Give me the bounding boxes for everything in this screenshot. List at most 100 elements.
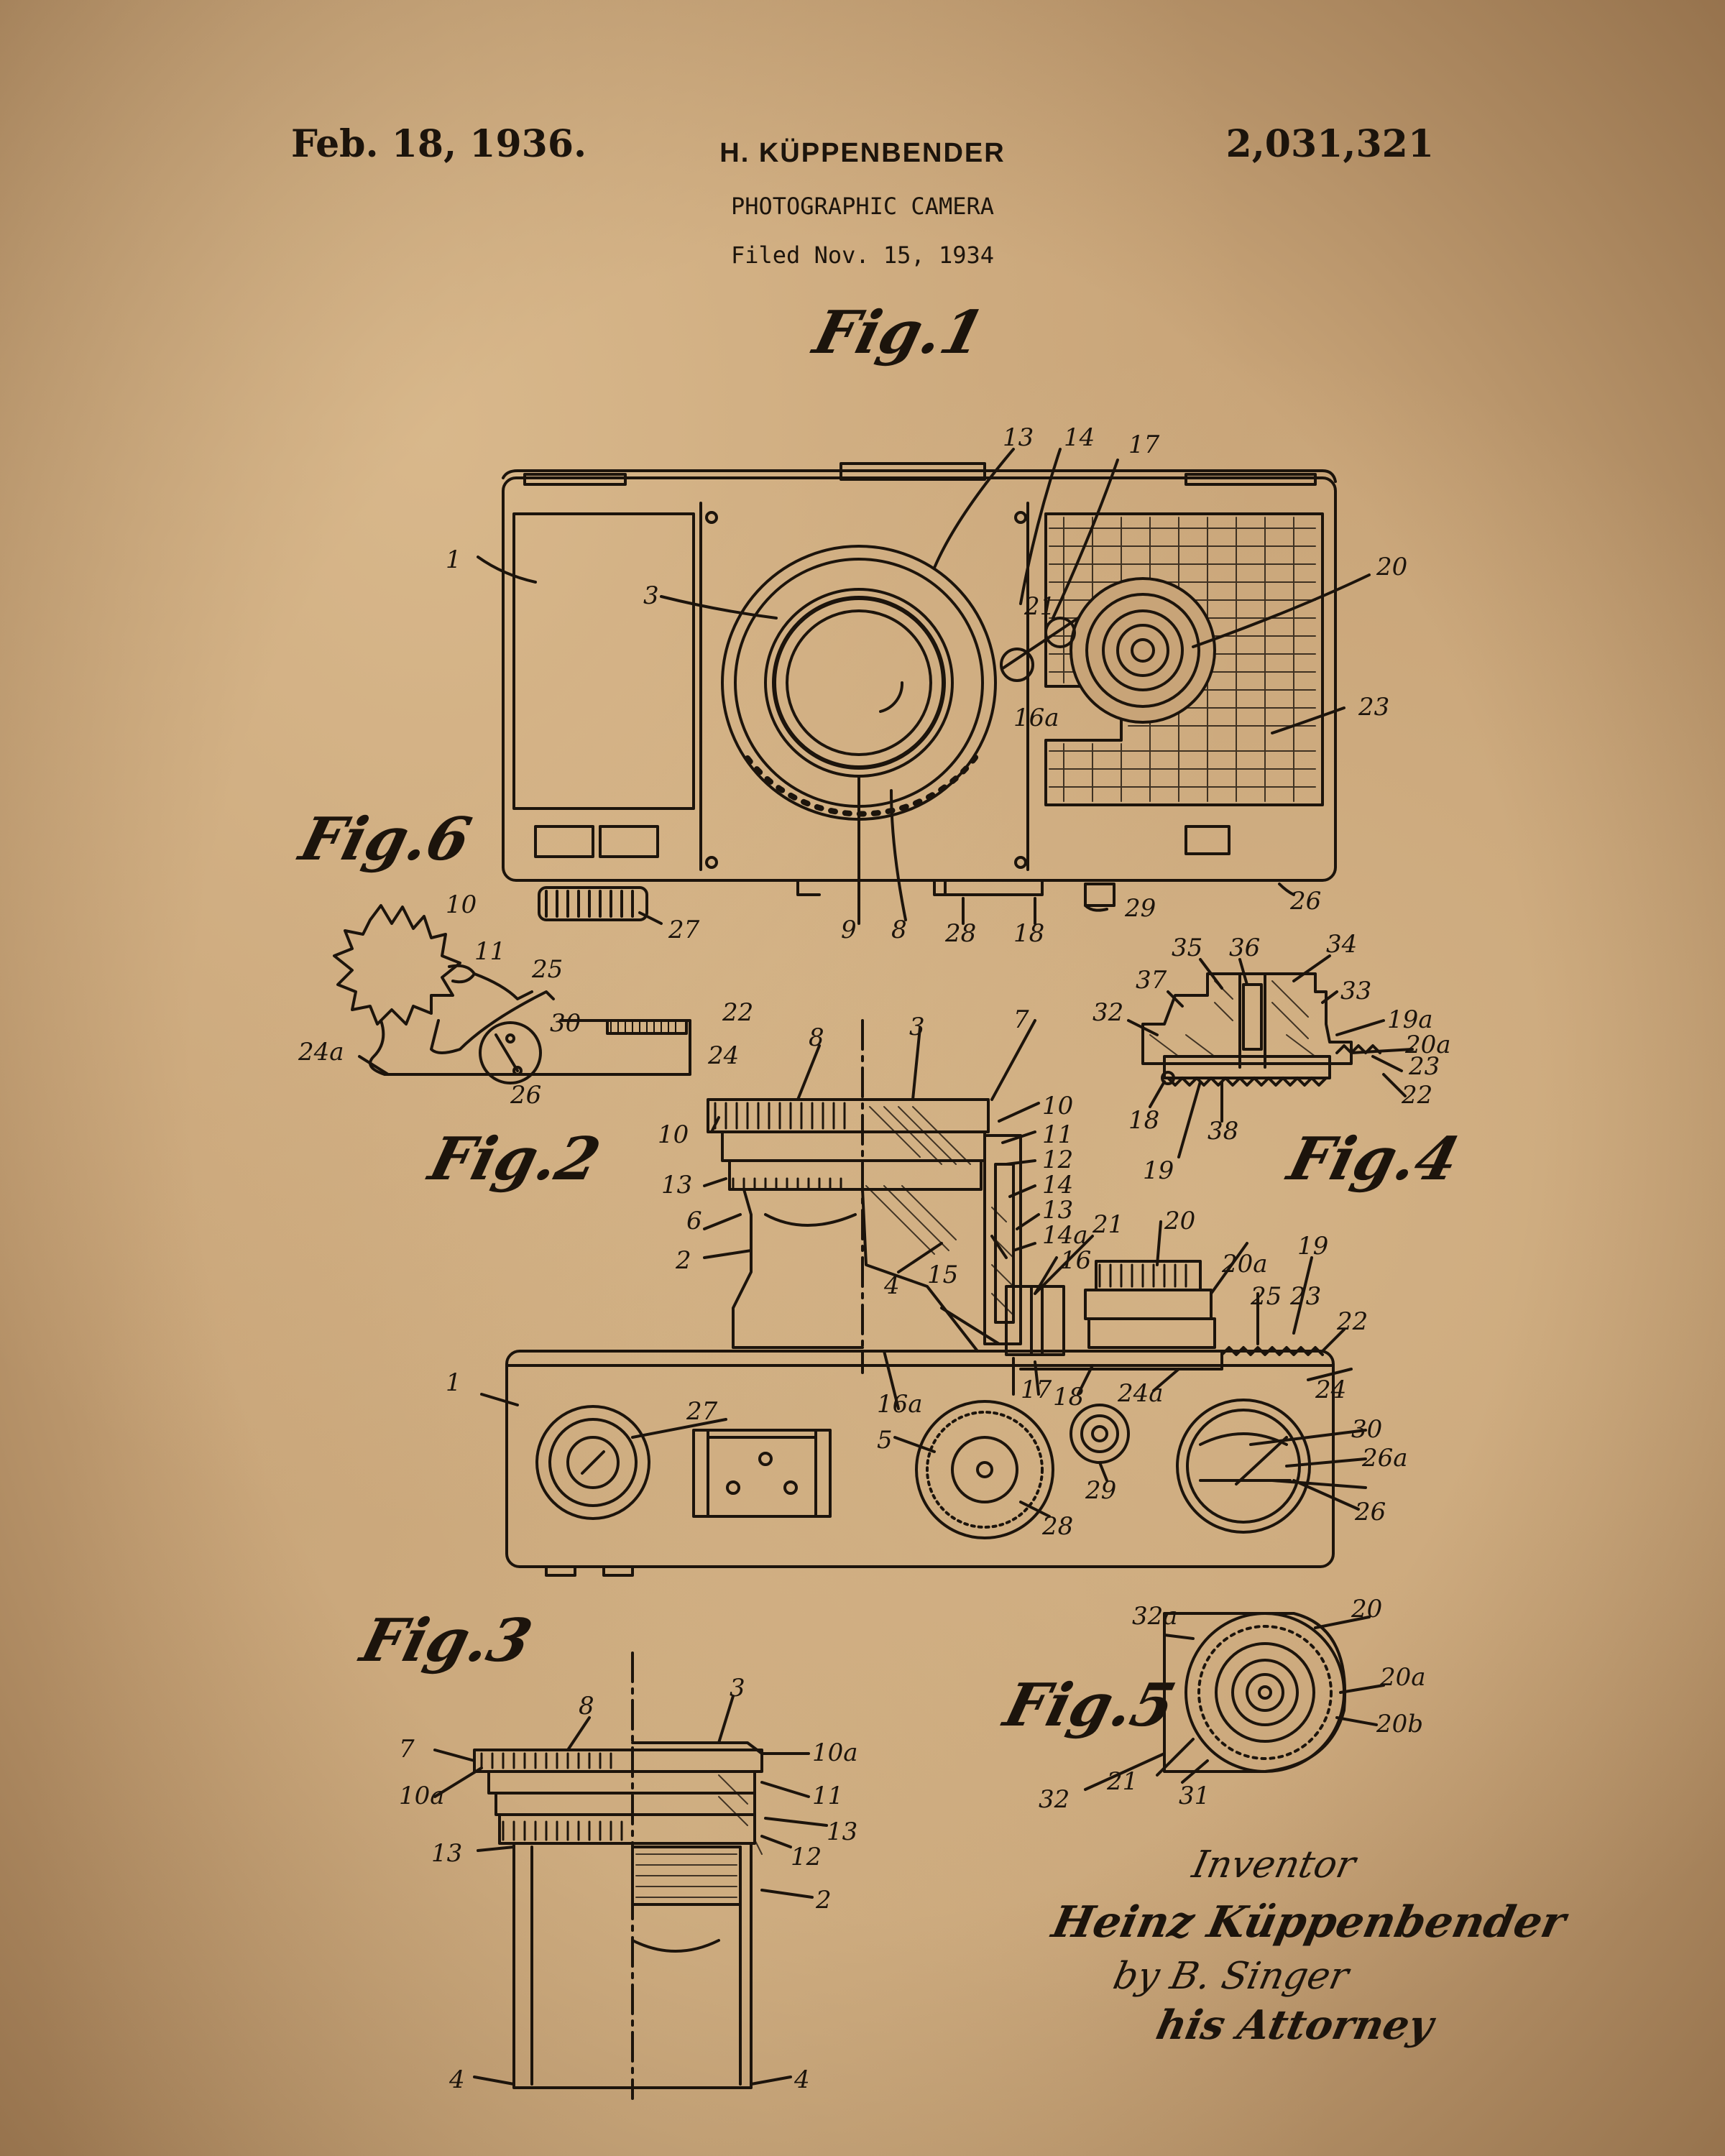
ref-numeral: 13 [1042,1196,1073,1225]
ref-numeral: 4 [794,2065,810,2094]
fig5-numerals: 32a 20 20a 20b 32 21 31 [1039,1595,1426,1814]
ref-numeral: 6 [686,1207,702,1235]
attorney-signature: by B. Singer [1110,1955,1353,1998]
ref-numeral: 20a [1221,1250,1268,1279]
fig2-side-view [482,1021,1366,1575]
ref-numeral: 35 [1172,934,1202,962]
ref-numeral: 25 [531,955,563,984]
ref-numeral: 8 [809,1023,824,1052]
ref-numeral: 19a [1387,1005,1433,1034]
ref-numeral: 4 [448,2065,465,2094]
ref-numeral: 13 [827,1818,857,1846]
ref-numeral: 18 [1013,919,1044,948]
fig3-lens-section [435,1653,827,2099]
ref-numeral: 15 [927,1261,958,1289]
ref-numeral: 11 [1042,1120,1073,1149]
ref-numeral: 11 [474,937,505,966]
ref-numeral: 13 [1003,423,1034,452]
ref-numeral: 1 [446,1368,461,1397]
ref-numeral: 26 [1354,1498,1386,1526]
ref-numeral: 19 [1143,1156,1174,1185]
ref-numeral: 20 [1376,553,1407,581]
ref-numeral: 2 [675,1246,691,1275]
ref-numeral: 28 [944,919,976,948]
ref-numeral: 37 [1136,966,1167,995]
ref-numeral: 26 [1289,887,1321,916]
ref-numeral: 29 [1085,1476,1116,1505]
ref-numeral: 10a [812,1738,858,1767]
fig1-numerals: 1 3 13 14 17 20 21 16a 23 9 8 28 18 29 2… [446,423,1407,948]
ref-numeral: 23 [1408,1052,1440,1081]
fig5-dial [1085,1613,1384,1789]
ref-numeral: 30 [1351,1415,1382,1444]
ref-numeral: 26a [1361,1444,1408,1473]
ref-numeral: 25 [1250,1282,1282,1311]
ref-numeral: 10 [658,1120,689,1149]
ref-numeral: 7 [399,1735,415,1764]
ref-numeral: 4 [883,1271,900,1300]
ref-numeral: 23 [1289,1282,1321,1311]
ref-numeral: 18 [1128,1106,1159,1135]
fig3-numerals: 8 3 7 10a 10a 11 13 13 12 2 4 4 [399,1674,858,2094]
ref-numeral: 8 [579,1692,594,1720]
ref-numeral: 32 [1039,1785,1070,1814]
ref-numeral: 14a [1042,1221,1088,1250]
ref-numeral: 38 [1208,1117,1238,1146]
ref-numeral: 17 [1021,1376,1052,1404]
ref-numeral: 18 [1053,1383,1084,1411]
ref-numeral: 22 [1401,1081,1432,1110]
ref-numeral: 24a [1117,1379,1164,1408]
ref-numeral: 21 [1024,592,1055,621]
ref-numeral: 10 [1042,1092,1073,1120]
ref-numeral: 11 [812,1782,843,1810]
ref-numeral: 19 [1297,1232,1328,1261]
ref-numeral: 14 [1064,423,1095,452]
fig1-camera-front [478,449,1369,923]
ref-numeral: 17 [1128,430,1160,459]
ref-numeral: 36 [1229,934,1260,962]
ref-numeral: 24 [707,1041,739,1070]
ref-numeral: 13 [431,1839,462,1868]
ref-numeral: 27 [686,1397,718,1426]
fig6-schematic [334,906,690,1083]
attorney-label: his Attorney [1152,2001,1438,2049]
ref-numeral: 29 [1124,894,1156,923]
ref-numeral: 12 [1042,1146,1073,1174]
ref-numeral: 27 [668,916,700,944]
ref-numeral: 20 [1164,1207,1195,1235]
ref-numeral: 16a [1013,704,1059,732]
ref-numeral: 34 [1326,930,1357,959]
ref-numeral: 21 [1106,1767,1138,1796]
ref-numeral: 16a [877,1390,923,1419]
ref-numeral: 23 [1358,693,1389,722]
ref-numeral: 20b [1376,1710,1423,1738]
ref-numeral: 14 [1042,1171,1073,1199]
ref-numeral: 10 [446,890,477,919]
ref-numeral: 21 [1092,1210,1123,1239]
ref-numeral: 1 [446,545,461,574]
ref-numeral: 16 [1060,1246,1091,1275]
ref-numeral: 20a [1379,1663,1426,1692]
ref-numeral: 32 [1092,998,1123,1027]
ref-numeral: 30 [550,1009,581,1038]
inventor-label: Inventor [1189,1843,1359,1886]
ref-numeral: 10a [399,1782,445,1810]
ref-numeral: 3 [909,1013,925,1041]
inventor-signature: Heinz Küppenbender [1048,1897,1570,1948]
ref-numeral: 13 [661,1171,692,1199]
ref-numeral: 9 [841,916,857,944]
ref-numeral: 33 [1340,977,1371,1005]
ref-numeral: 5 [877,1426,893,1455]
ref-numeral: 28 [1041,1512,1073,1541]
ref-numeral: 8 [891,916,907,944]
ref-numeral: 32a [1132,1602,1178,1631]
ref-numeral: 12 [791,1843,822,1871]
ref-numeral: 22 [1336,1307,1368,1336]
ref-numeral: 3 [643,581,659,610]
ref-numeral: 7 [1013,1005,1029,1034]
ref-numeral: 24 [1315,1376,1346,1404]
ref-numeral: 2 [815,1886,832,1915]
ref-numeral: 26 [510,1081,541,1110]
ref-numeral: 31 [1179,1782,1210,1810]
